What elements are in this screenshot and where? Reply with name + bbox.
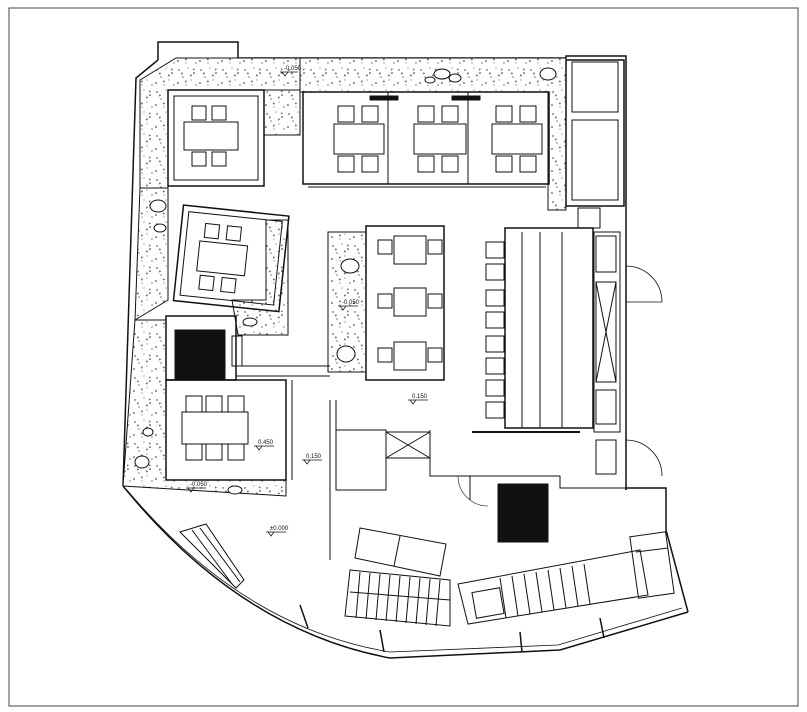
storage-right	[565, 59, 625, 229]
entrance-stairs	[344, 527, 675, 627]
level-annotations	[186, 71, 428, 537]
left-rooms	[165, 315, 330, 481]
bar-counter	[472, 227, 621, 475]
level-courtyard: -0.050	[284, 66, 302, 72]
terrace-rotated-table	[172, 204, 290, 313]
level-booth-area: 0.450	[258, 440, 274, 446]
level-street: ±0.000	[270, 526, 289, 532]
lower-core	[329, 265, 663, 560]
window-bay-left	[179, 523, 245, 589]
dining-room-top-left	[167, 89, 265, 187]
facade-mullions	[299, 604, 605, 653]
courtyard-zones	[122, 57, 567, 497]
level-step: 0.150	[306, 454, 322, 460]
drawing-frame	[8, 7, 799, 707]
level-bottom-left: -0.050	[190, 482, 208, 488]
terrace-seating-top	[302, 91, 550, 188]
decorative-rocks	[134, 67, 557, 495]
level-terrace-left: -0.050	[342, 300, 360, 306]
center-dining	[365, 225, 445, 381]
level-dining-center: 0.150	[412, 394, 428, 400]
